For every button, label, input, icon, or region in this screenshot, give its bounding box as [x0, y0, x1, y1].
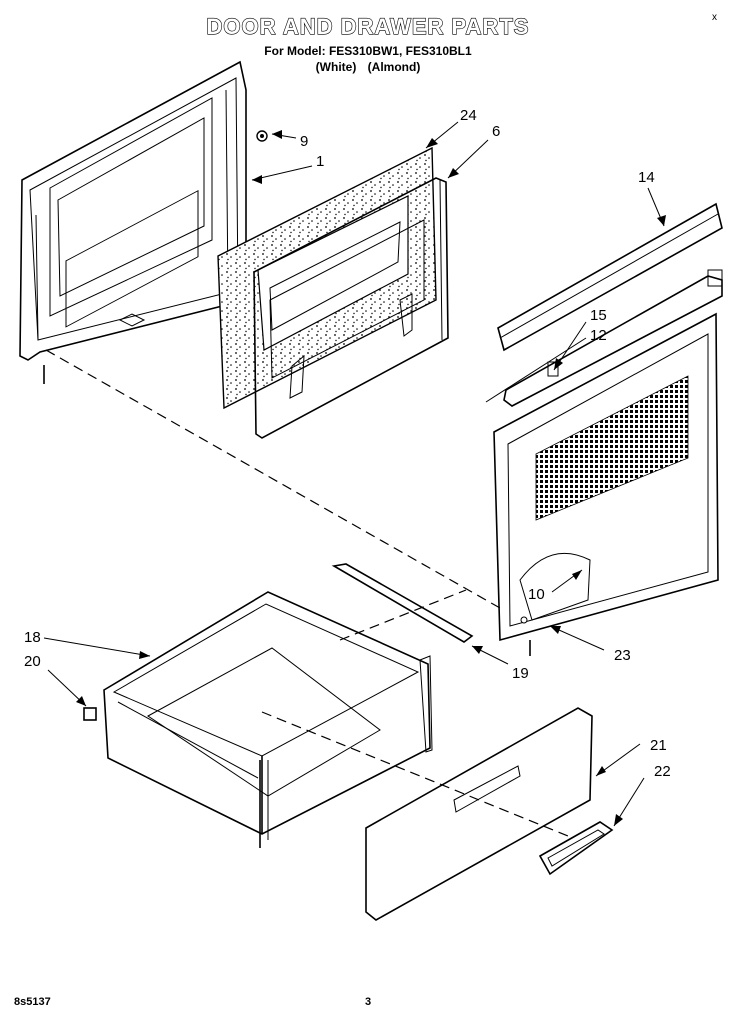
door-handle-bracket [503, 269, 723, 407]
oven-front-panel [493, 312, 719, 656]
screw-part [256, 130, 268, 142]
callout-9: 9 [300, 133, 308, 150]
callout-23: 23 [614, 647, 631, 664]
drawer-front-panel [365, 707, 593, 921]
callout-15: 15 [590, 307, 607, 324]
drawer-handle [538, 821, 614, 876]
alignment-line-rail [339, 589, 467, 641]
drawer-clip [83, 707, 97, 721]
model-line: For Model: FES310BW1, FES310BL1 [264, 44, 472, 58]
callout-21: 21 [650, 737, 667, 754]
callout-19: 19 [512, 665, 529, 682]
callout-12: 12 [590, 327, 607, 344]
alignment-line-door [45, 349, 501, 609]
callout-24: 24 [460, 107, 477, 124]
callout-20: 20 [24, 653, 41, 670]
drawer-slide-rail [331, 563, 474, 643]
page-title: DOOR AND DRAWER PARTS [206, 13, 530, 39]
callout-1: 1 [316, 153, 324, 170]
inner-door-liner [253, 177, 449, 439]
callout-18: 18 [24, 629, 41, 646]
alignment-line-drawer [261, 711, 569, 837]
callout-22: 22 [654, 763, 671, 780]
leader-lines [43, 121, 666, 827]
variant-almond: (Almond) [367, 60, 421, 74]
door-top-trim [497, 202, 723, 352]
outer-door-panel [19, 60, 247, 384]
variant-white: (White) [315, 60, 357, 74]
callout-14: 14 [638, 169, 655, 186]
document-number: 8s5137 [14, 996, 51, 1008]
drawer-body [103, 591, 433, 848]
callout-6: 6 [492, 123, 500, 140]
close-mark: x [712, 12, 717, 23]
color-variants: (White) (Almond) [0, 60, 736, 74]
callout-10: 10 [528, 586, 545, 603]
door-insulation [217, 146, 437, 410]
page-number: 3 [365, 996, 372, 1008]
